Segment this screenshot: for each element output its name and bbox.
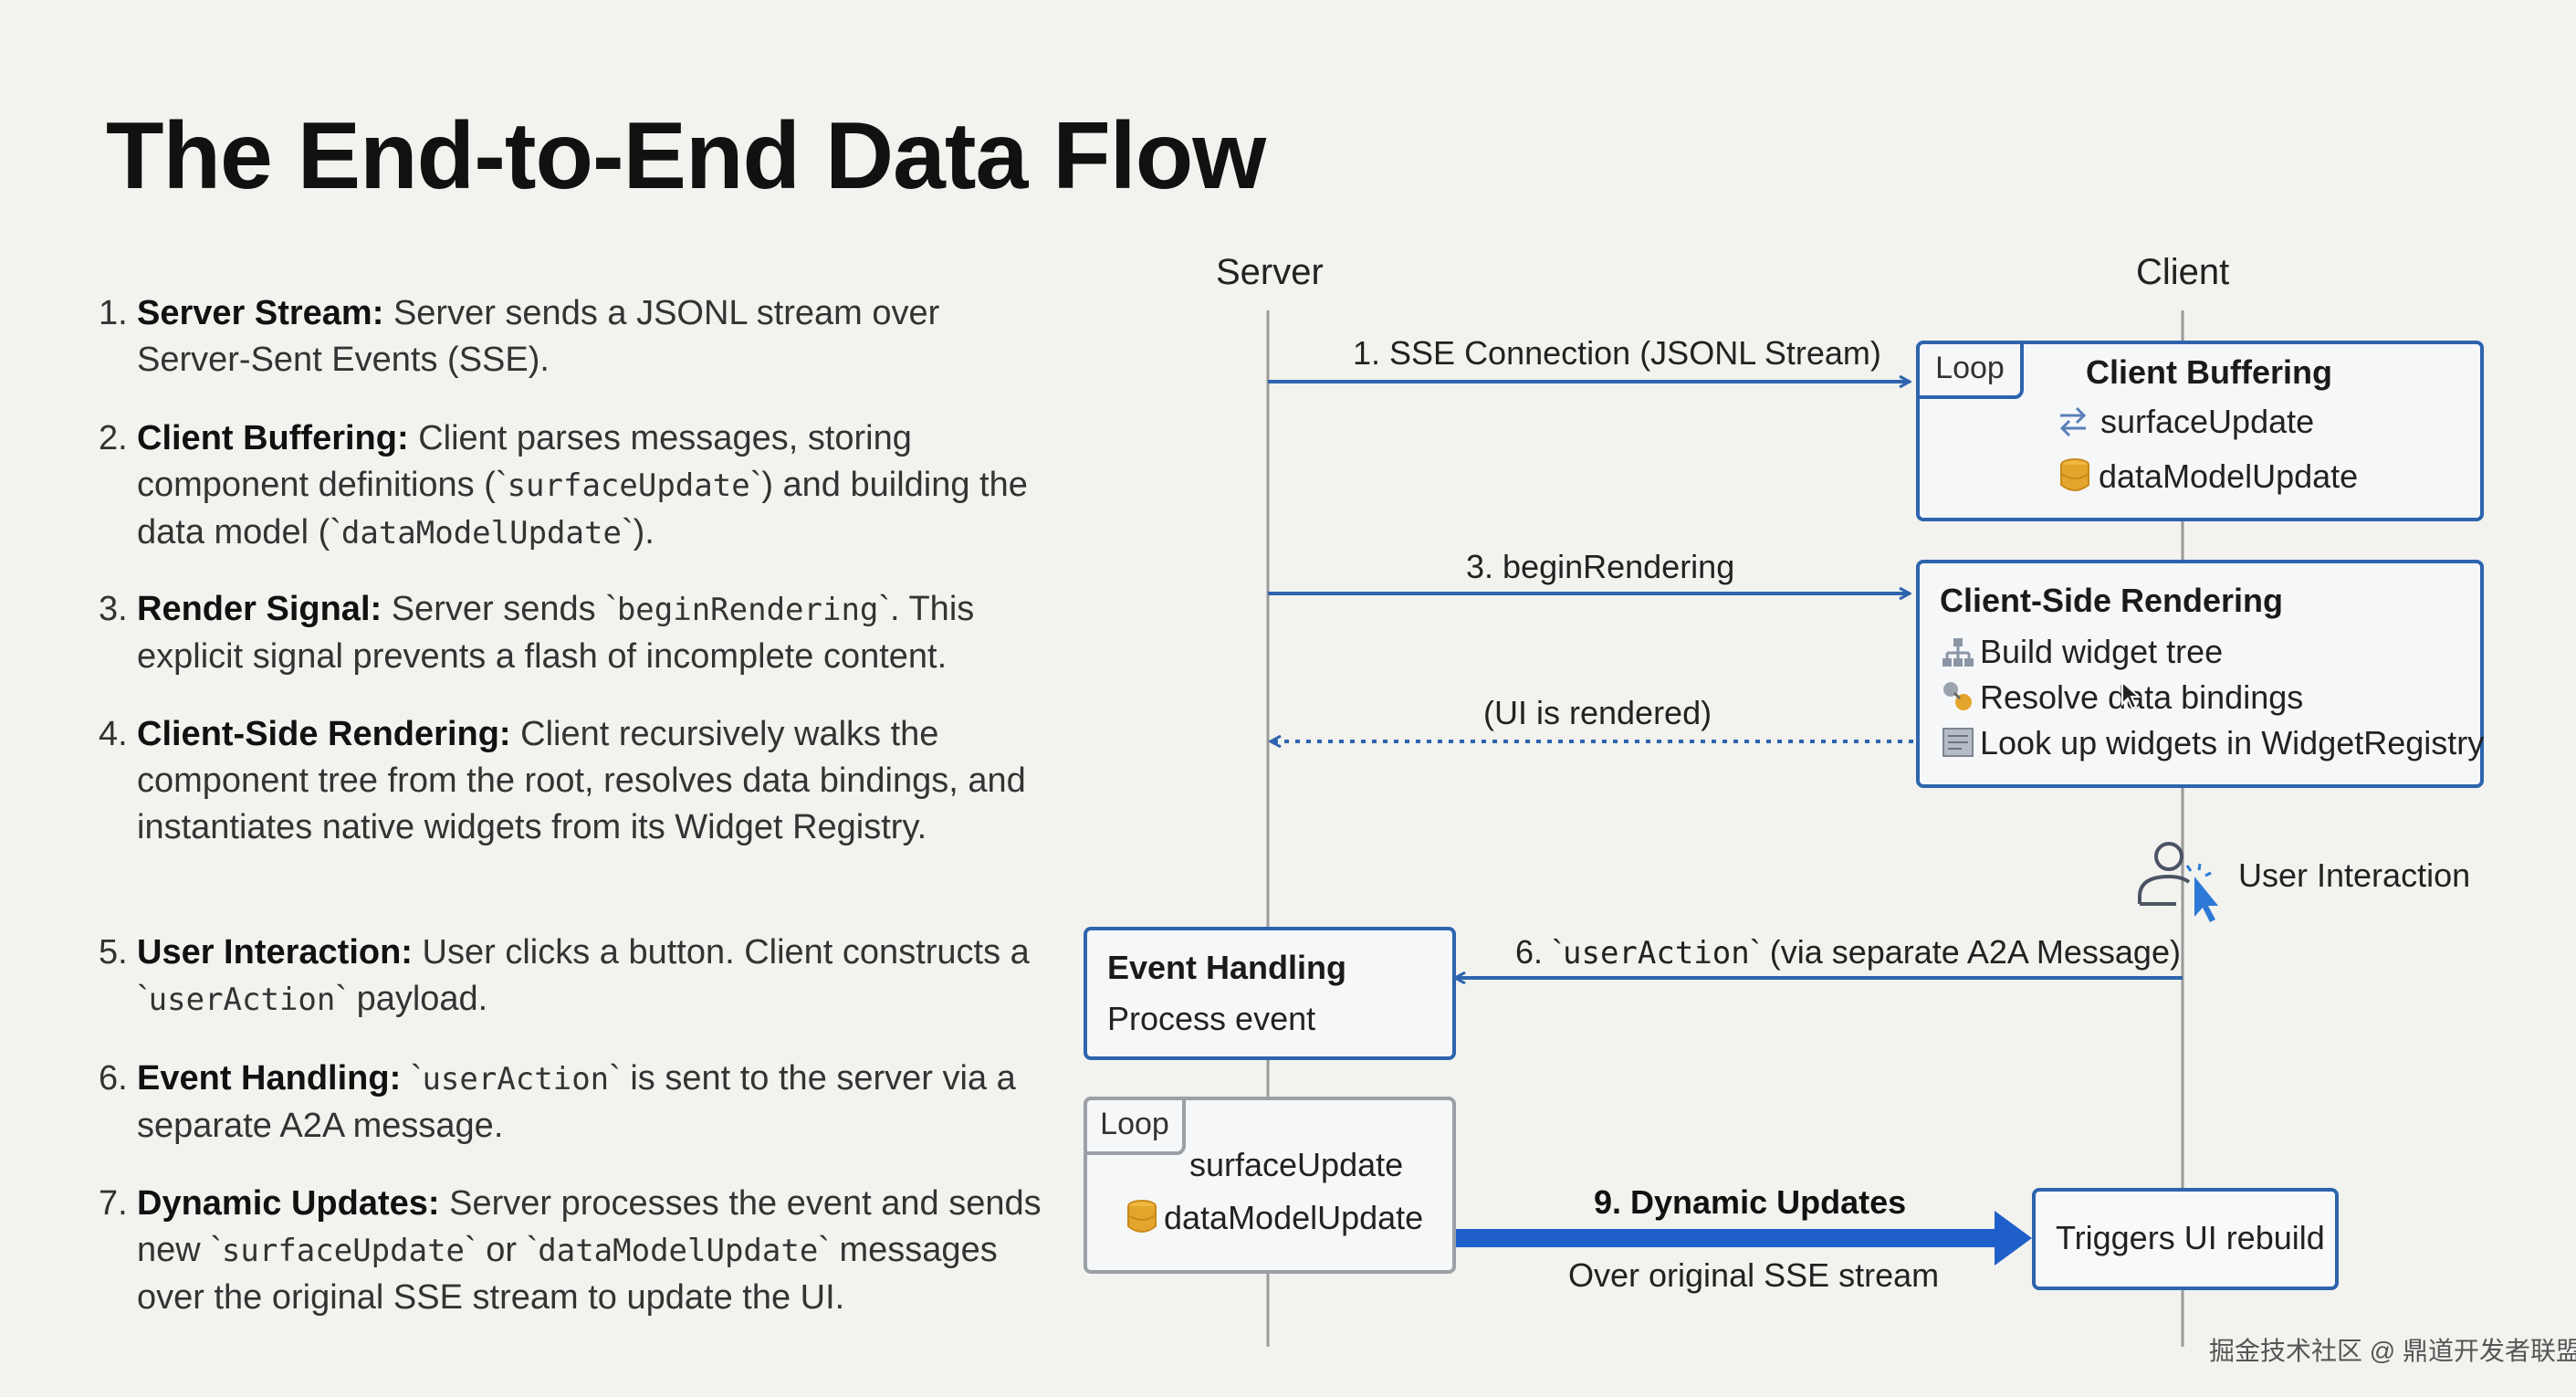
database-icon	[2060, 458, 2089, 491]
loop-tag: Loop	[1084, 1097, 1186, 1155]
step-number: 4.	[99, 715, 128, 753]
registry-icon	[1942, 728, 1974, 757]
step-number: 5.	[99, 933, 128, 972]
step-text: Client Buffering: Client parses messages…	[137, 419, 1028, 551]
step-heading: Client Buffering:	[137, 419, 409, 457]
code-span: beginRendering	[616, 592, 879, 628]
step-number: 1.	[99, 294, 128, 332]
code-span: surfaceUpdate	[507, 467, 750, 504]
step-number: 2.	[99, 419, 128, 457]
begin-rendering-label: 3. beginRendering	[1466, 548, 1735, 585]
step-text: Render Signal: Server sends `beginRender…	[137, 590, 975, 676]
swap-arrows-icon	[2059, 406, 2087, 437]
ui-rendered-label: (UI is rendered)	[1483, 694, 1712, 731]
triggers-rebuild-box: Triggers UI rebuild	[2032, 1188, 2339, 1290]
server-data-model-update-item: dataModelUpdate	[1164, 1199, 1424, 1236]
server-surface-update-item: surfaceUpdate	[1189, 1146, 1404, 1183]
hierarchy-icon	[1942, 638, 1974, 667]
page-title: The End-to-End Data Flow	[106, 103, 1266, 209]
user-interaction-label: User Interaction	[2238, 856, 2471, 894]
step-text: Event Handling: `userAction` is sent to …	[137, 1059, 1016, 1145]
client-label: Client	[2136, 252, 2230, 292]
step-heading: Render Signal:	[137, 590, 382, 628]
event-handling-title: Event Handling	[1107, 949, 1347, 986]
triggers-rebuild-text: Triggers UI rebuild	[2056, 1219, 2325, 1256]
client-rendering-box: Client-Side Rendering Build widget tree …	[1916, 560, 2484, 788]
dynamic-updates-arrow-shaft	[1455, 1229, 2001, 1247]
step-heading: Event Handling:	[137, 1059, 402, 1098]
client-buffering-box: Loop Client Buffering surfaceUpdate data…	[1916, 341, 2484, 521]
client-buffering-title: Client Buffering	[2086, 353, 2332, 391]
build-widget-tree-item: Build widget tree	[1980, 633, 2224, 670]
data-model-update-item: dataModelUpdate	[2099, 457, 2359, 495]
watermark: 掘金技术社区 @ 鼎道开发者联盟	[2209, 1337, 2576, 1365]
sse-connection-label: 1. SSE Connection (JSONL Stream)	[1353, 334, 1881, 372]
database-icon	[1127, 1200, 1157, 1233]
step-text: Server Stream: Server sends a JSONL stre…	[137, 294, 940, 379]
step-text: User Interaction: User clicks a button. …	[137, 933, 1030, 1018]
code-span: userAction	[148, 982, 336, 1018]
step-number: 7.	[99, 1184, 128, 1223]
step-text: Dynamic Updates: Server processes the ev…	[137, 1184, 1042, 1317]
code-span: surfaceUpdate	[221, 1233, 466, 1269]
step-text: Client-Side Rendering: Client recursivel…	[137, 715, 1026, 846]
code-span: userAction	[422, 1061, 610, 1098]
mouse-cursor-icon	[2121, 680, 2141, 710]
step-number: 6.	[99, 1059, 128, 1098]
lookup-registry-item: Look up widgets in WidgetRegistry	[1980, 724, 2485, 762]
dynamic-updates-sublabel: Over original SSE stream	[1568, 1256, 1940, 1294]
step-heading: User Interaction:	[137, 933, 413, 972]
code-span: dataModelUpdate	[538, 1233, 819, 1269]
client-rendering-title: Client-Side Rendering	[1940, 582, 2284, 619]
step-heading: Server Stream:	[137, 294, 384, 332]
event-handling-box: Event Handling Process event	[1084, 927, 1456, 1060]
event-handling-text: Process event	[1107, 1000, 1316, 1037]
user-action-label: 6. `userAction` (via separate A2A Messag…	[1515, 933, 2181, 972]
step-number: 3.	[99, 590, 128, 628]
server-loop-box: Loop surfaceUpdate dataModelUpdate	[1084, 1097, 1456, 1274]
code-span: dataModelUpdate	[340, 515, 622, 551]
code-span: userAction	[1563, 935, 1750, 972]
dynamic-updates-arrowhead	[1995, 1211, 2032, 1266]
step-heading: Dynamic Updates:	[137, 1184, 440, 1223]
dynamic-updates-label: 9. Dynamic Updates	[1594, 1183, 1907, 1221]
server-label: Server	[1216, 252, 1324, 292]
resolve-bindings-item: Resolve data bindings	[1980, 678, 2304, 716]
surface-update-item: surfaceUpdate	[2100, 403, 2315, 440]
loop-tag: Loop	[1916, 341, 2024, 399]
user-click-icon	[2138, 842, 2218, 922]
step-heading: Client-Side Rendering:	[137, 715, 511, 753]
link-icon	[1943, 682, 1972, 710]
